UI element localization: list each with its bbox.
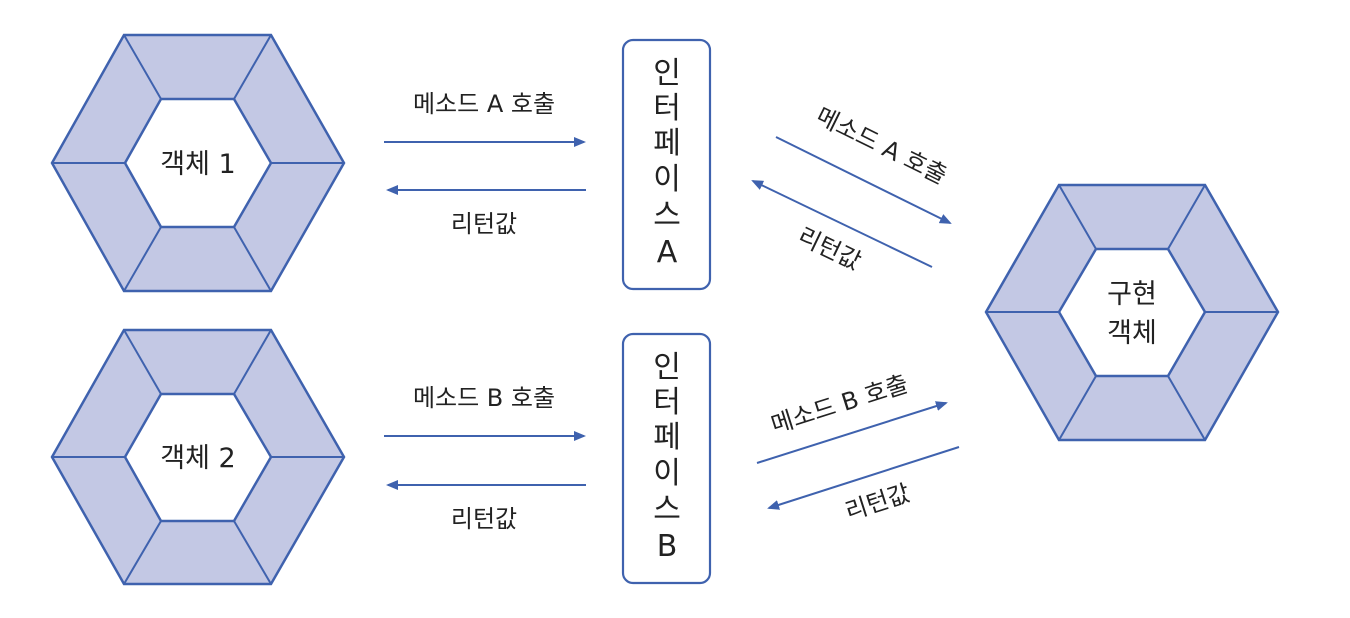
call-a-label-left: 메소드 A 호출: [413, 90, 555, 118]
interface-b-box: 인 터 페 이 스 B: [621, 332, 712, 585]
interface-a-char-6: A: [657, 235, 678, 270]
return-b-arrow-right: [767, 446, 960, 510]
interface-a-box: 인 터 페 이 스 A: [621, 38, 712, 291]
interface-b-char-5: 스: [653, 492, 681, 527]
interface-b-char-4: 이: [653, 456, 681, 491]
interface-b-char-1: 인: [653, 350, 681, 385]
return-a-label-left: 리턴값: [451, 210, 517, 238]
call-b-label-left: 메소드 B 호출: [413, 384, 555, 412]
implementation-object-label-line1: 구현: [1107, 279, 1157, 310]
interface-a-char-3: 페: [653, 126, 681, 161]
call-a-arrow-right: [775, 136, 952, 224]
return-b-label-right: 리턴값: [842, 479, 914, 526]
return-b-label-left: 리턴값: [451, 505, 517, 533]
interface-b-char-2: 터: [653, 385, 681, 420]
interface-a-char-5: 스: [653, 198, 681, 233]
interface-a-char-2: 터: [653, 91, 681, 126]
interface-a-char-4: 이: [653, 162, 681, 197]
interface-a-char-1: 인: [653, 56, 681, 91]
interface-b-char-3: 페: [653, 420, 681, 455]
implementation-object-label-line2: 객체: [1107, 318, 1157, 349]
object-1-label: 객체 1: [160, 149, 235, 180]
call-a-label-right: 메소드 A 호출: [812, 102, 952, 190]
call-b-arrow-right: [756, 401, 948, 464]
interface-b-char-6: B: [657, 529, 678, 564]
object-2-label: 객체 2: [160, 443, 235, 474]
implementation-object-hexagon: 구현 객체: [984, 183, 1280, 442]
return-a-arrow-right: [751, 180, 933, 268]
object-1-hexagon: 객체 1: [50, 33, 346, 293]
object-2-hexagon: 객체 2: [50, 328, 346, 586]
call-b-label-right: 메소드 B 호출: [768, 370, 912, 440]
